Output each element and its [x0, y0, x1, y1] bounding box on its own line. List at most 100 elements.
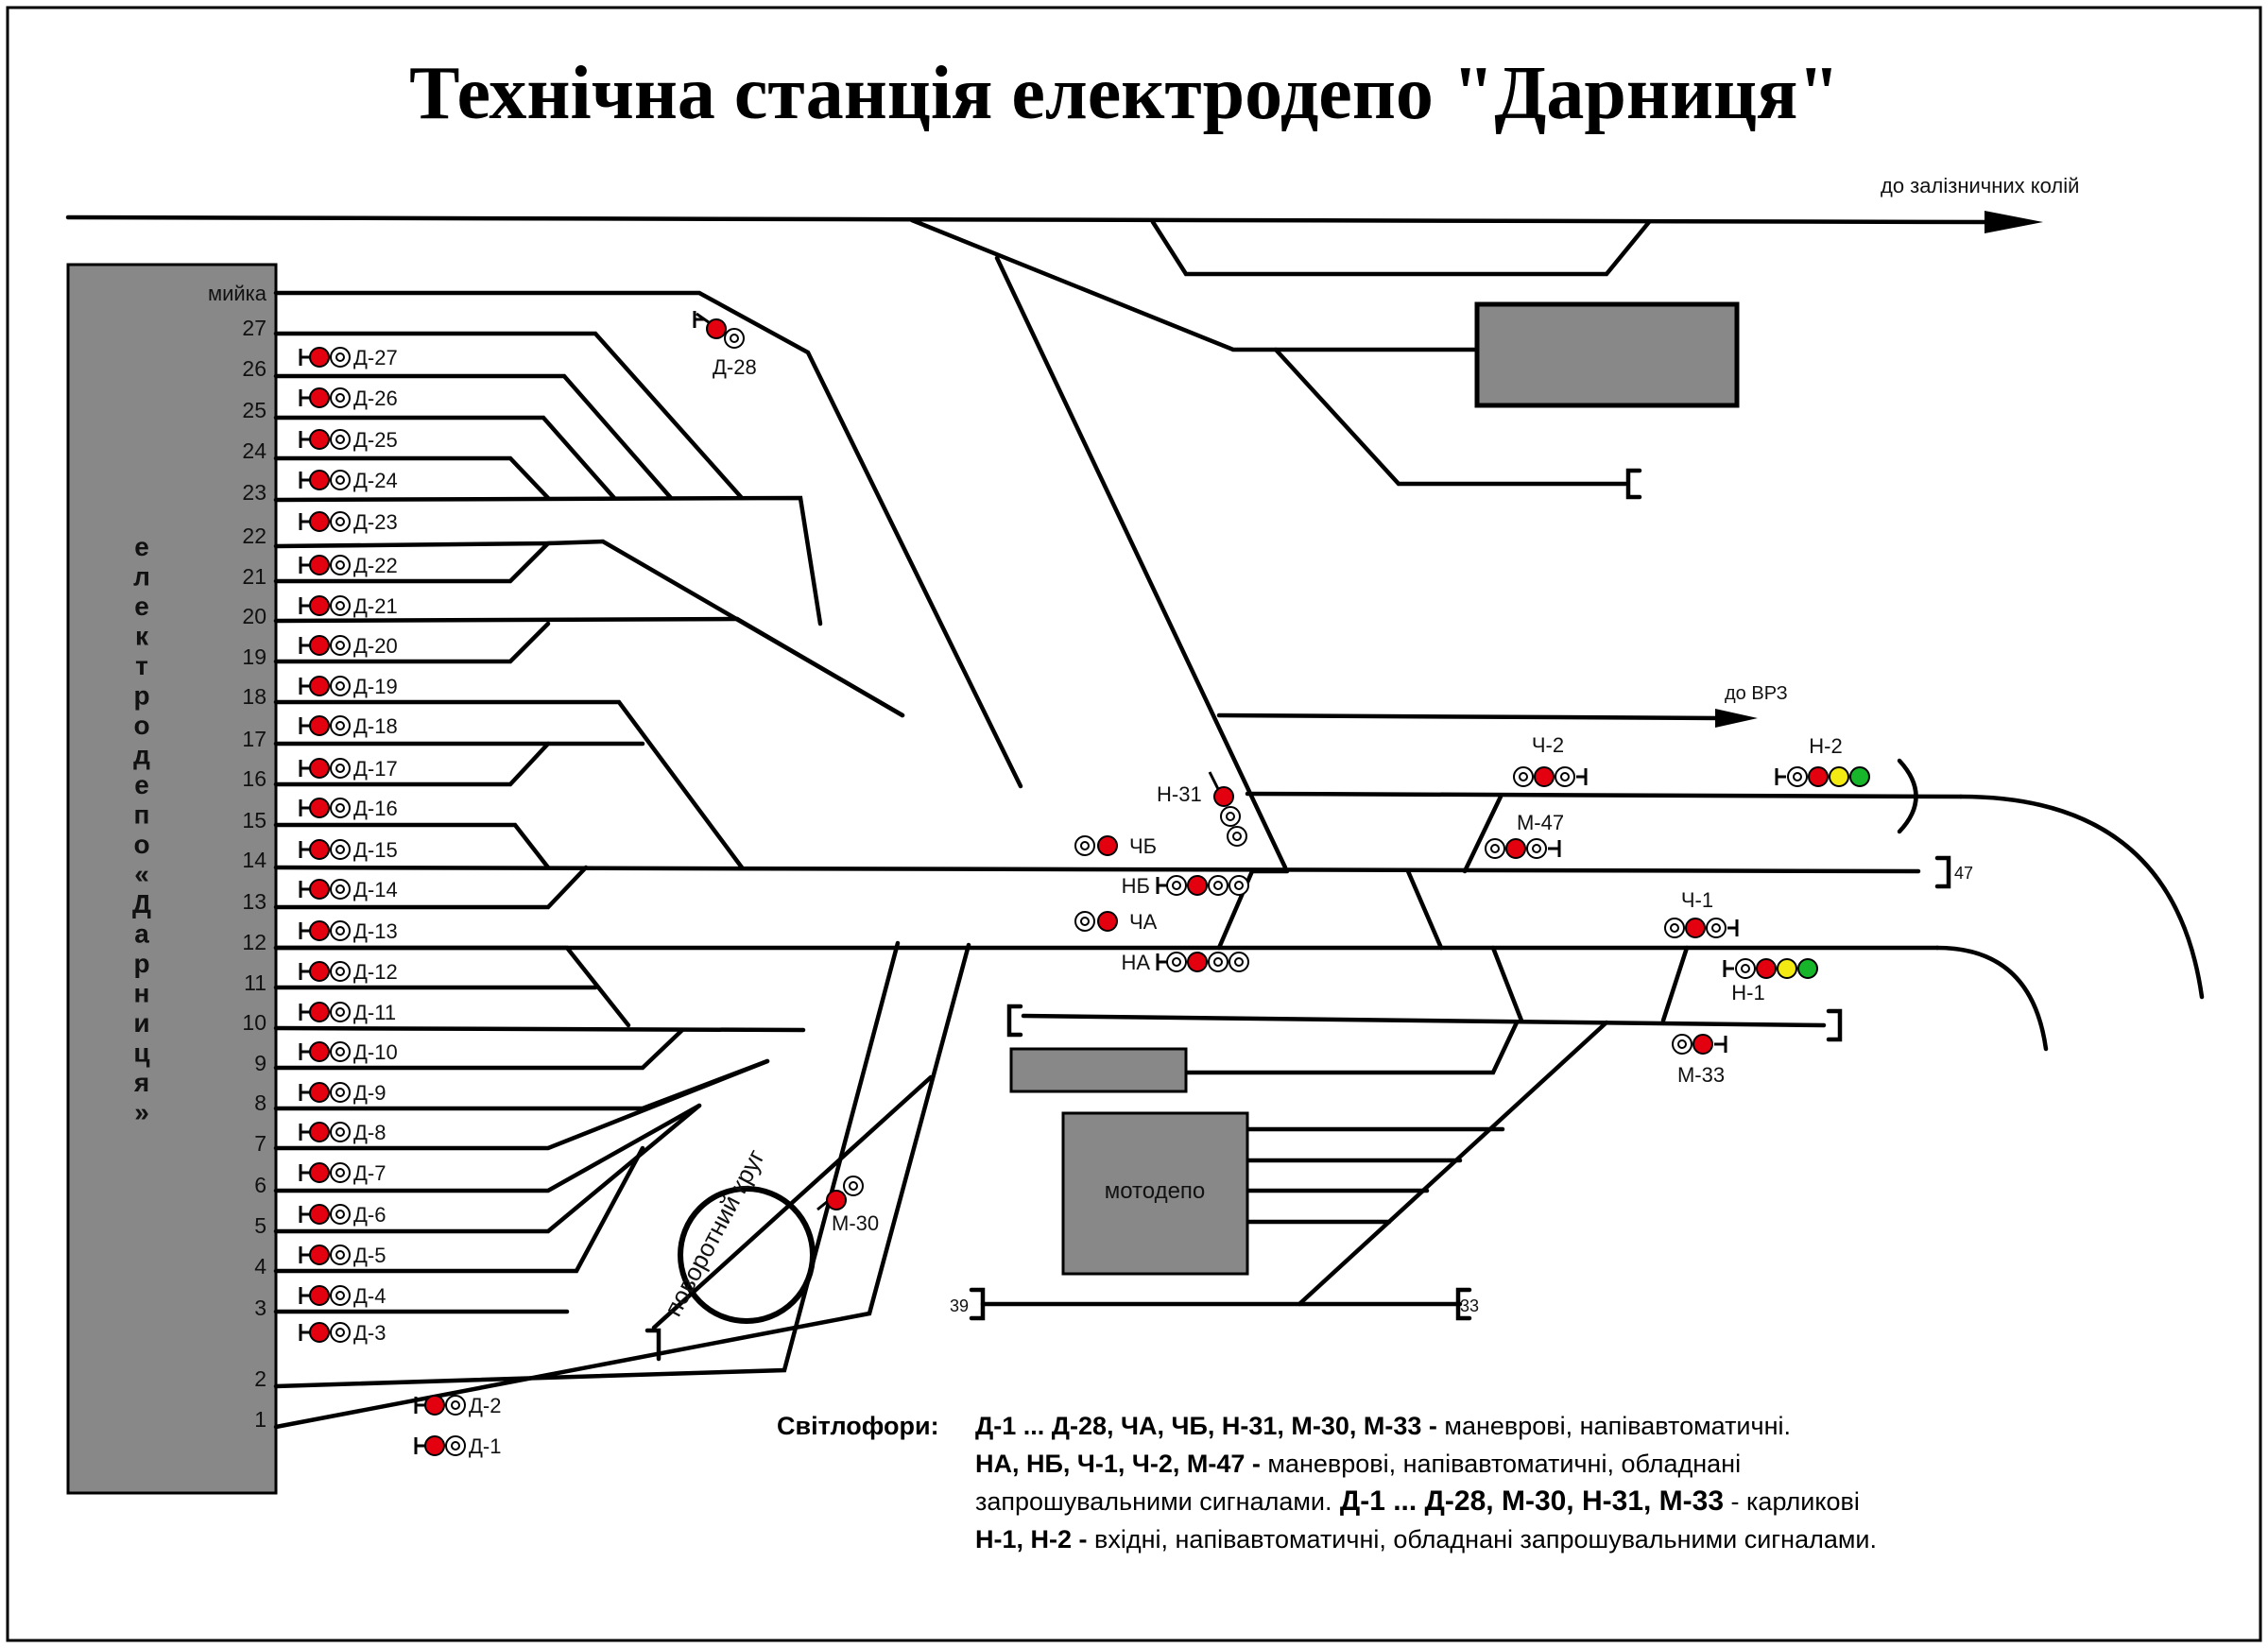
depot-letter: и — [133, 1008, 149, 1038]
signal-Д-2: Д-2 — [469, 1394, 501, 1417]
legend-line-3-bold: Д-1 ... Д-28, М-30, Н-31, М-33 — [1332, 1485, 1725, 1517]
signal-lamp — [1513, 766, 1534, 787]
signal-lamp-red — [309, 1041, 330, 1062]
wash-label: мийка — [208, 282, 267, 305]
legend-line-1-bold: Д-1 ... Д-28, ЧА, ЧБ, Н-31, М-30, М-33 - — [975, 1412, 1437, 1440]
signals: Д-27Д-26Д-25Д-24Д-23Д-22Д-21Д-20Д-19Д-18… — [299, 311, 1870, 1458]
signal-lamp-red — [424, 1435, 445, 1456]
signal-lamp-ring — [1560, 772, 1570, 781]
signal-lamp-ring — [1080, 917, 1090, 926]
signal-lamp — [1187, 875, 1208, 896]
legend-line-2-rest: маневрові, напівавтоматичні, обладнані — [1261, 1450, 1741, 1478]
signal-lamp — [1787, 766, 1808, 787]
track-number: 21 — [242, 564, 266, 589]
signal-lamp-ring — [335, 967, 345, 976]
signal-lamp-ring — [335, 352, 345, 362]
track-number: 3 — [254, 1296, 266, 1320]
depot-letter: е — [134, 770, 149, 799]
signal-lamp-ring — [1677, 1039, 1687, 1049]
signal-lamp-red — [309, 387, 330, 408]
label-stop-33: 33 — [1460, 1296, 1479, 1315]
signal-lamp-red — [309, 961, 330, 982]
signal-lamp-ring — [335, 764, 345, 773]
track-number: 17 — [242, 727, 266, 751]
turntable — [678, 1186, 816, 1324]
signal-Д-1: Д-1 — [469, 1434, 501, 1458]
signal-lamp-white — [330, 470, 351, 490]
signal-lamp-red — [309, 511, 330, 532]
signal-Д-13: Д-13 — [353, 919, 398, 943]
depot-letter: д — [133, 741, 150, 770]
track-number: 13 — [242, 889, 266, 914]
signal-lamp-ring — [335, 1127, 345, 1137]
signal-Д-24: Д-24 — [353, 469, 398, 492]
track-number: 6 — [254, 1173, 266, 1197]
signal-lamp — [1166, 875, 1187, 896]
depot-letter: « — [134, 860, 149, 889]
signal-Д-5: Д-5 — [353, 1244, 386, 1267]
signal-lamp-ring — [335, 1007, 345, 1017]
signal-lamp-red — [309, 1204, 330, 1225]
signal-lamp-red — [309, 676, 330, 696]
signal-lamp-white — [445, 1435, 466, 1456]
signal-lamp-white — [330, 347, 351, 368]
legend-line-4: Н-1, Н-2 - вхідні, напівавтоматичні, обл… — [975, 1525, 1877, 1554]
signal-lamp — [843, 1176, 864, 1196]
signal-lamp-white — [1220, 806, 1241, 827]
depot-letter: р — [133, 949, 149, 978]
legend-line-4-rest: вхідні, напівавтоматичні, обладнані запр… — [1088, 1525, 1877, 1554]
signal-Д-27: Д-27 — [353, 346, 398, 369]
signal-Ч-1: Ч-1 — [1681, 888, 1713, 912]
signal-lamp-white — [330, 676, 351, 696]
signal-lamp-white — [330, 839, 351, 860]
signal-lamp-red — [309, 347, 330, 368]
signal-lamp-ring — [1226, 812, 1235, 821]
signal-lamp-ring — [1234, 881, 1244, 890]
signal-Д-4: Д-4 — [353, 1284, 386, 1308]
signal-lamp — [1097, 911, 1118, 932]
signal-lamp-red — [1213, 786, 1234, 807]
signal-lamp — [1808, 766, 1829, 787]
signal-Д-10: Д-10 — [353, 1040, 398, 1064]
label-stop-39: 39 — [950, 1296, 969, 1315]
signal-Д-18: Д-18 — [353, 714, 398, 738]
signal-lamp — [1166, 952, 1187, 972]
track-number: 24 — [242, 438, 266, 463]
signal-lamp-red — [309, 1245, 330, 1265]
signal-Д-26: Д-26 — [353, 386, 398, 410]
signal-lamp-white — [330, 595, 351, 616]
signal-lamp-white — [724, 328, 745, 349]
signal-Д-9: Д-9 — [353, 1081, 386, 1105]
signal-lamp-white — [330, 555, 351, 575]
legend-heading: Світлофори: — [777, 1412, 939, 1440]
signal-lamp-white — [330, 1322, 351, 1343]
signal-М-30: М-30 — [832, 1211, 879, 1235]
signal-lamp-red — [309, 879, 330, 900]
track-number: 10 — [242, 1010, 266, 1035]
signal-lamp-red — [309, 1162, 330, 1183]
signal-lamp-ring — [335, 721, 345, 730]
depot-building — [66, 263, 278, 1495]
building-top — [1474, 301, 1740, 408]
depot-letter: к — [135, 622, 149, 651]
signal-lamp-white — [330, 961, 351, 982]
signal-lamp-white — [330, 879, 351, 900]
label-to-rail: до залізничних колій — [1881, 174, 2079, 197]
signal-Д-6: Д-6 — [353, 1203, 386, 1227]
signal-lamp-ring — [335, 475, 345, 485]
track-number: 1 — [254, 1407, 266, 1432]
signal-lamp-red — [309, 798, 330, 818]
signal-lamp-white — [330, 387, 351, 408]
signal-lamp-ring — [1080, 841, 1090, 850]
track-number: 26 — [242, 356, 266, 381]
signal-lamp-white — [330, 920, 351, 941]
signal-lamp — [1777, 958, 1797, 979]
signal-lamp-white — [330, 1082, 351, 1103]
signal-Д-14: Д-14 — [353, 878, 398, 901]
signal-lamp-ring — [335, 601, 345, 610]
signal-lamp — [1685, 918, 1706, 938]
signal-lamp-ring — [1741, 964, 1750, 973]
depot-letter: л — [133, 562, 150, 592]
arrow-icon — [1984, 211, 2043, 233]
